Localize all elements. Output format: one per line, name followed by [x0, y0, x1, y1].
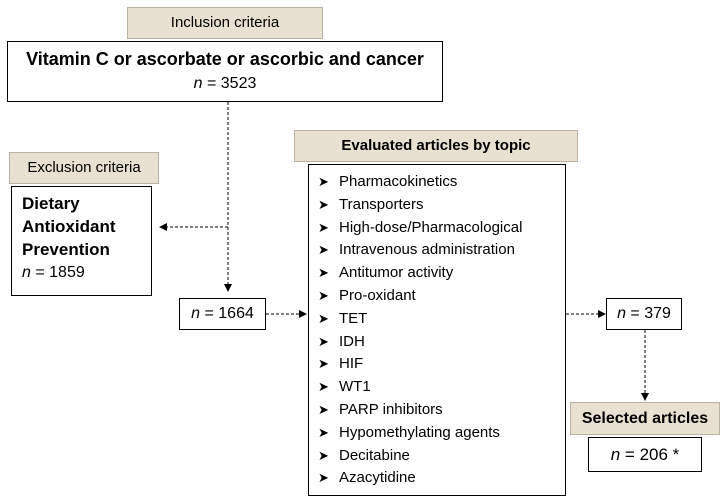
arrowhead-bullet-icon: ➤ [318, 447, 329, 463]
arrowhead-bullet-icon: ➤ [318, 287, 329, 303]
topic-item: ➤Pharmacokinetics [318, 171, 565, 194]
exclusion-count: n = 1859 [22, 264, 85, 281]
exclusion-term-prevention: Prevention [22, 240, 110, 259]
inclusion-box: Vitamin C or ascorbate or ascorbic and c… [7, 41, 443, 102]
topic-item: ➤Intravenous administration [318, 239, 565, 262]
topic-item: ➤WT1 [318, 376, 565, 399]
evaluated-articles-label: Evaluated articles by topic [294, 130, 578, 162]
arrowhead-bullet-icon: ➤ [318, 356, 329, 372]
inclusion-count: n = 3523 [193, 75, 257, 92]
exclusion-term-antioxidant: Antioxidant [22, 217, 116, 236]
exclusion-box: Dietary Antioxidant Prevention n = 1859 [11, 186, 152, 296]
topic-item: ➤TET [318, 308, 565, 331]
topic-item: ➤Pro-oxidant [318, 285, 565, 308]
topic-list: ➤Pharmacokinetics ➤Transporters ➤High-do… [318, 171, 565, 490]
topic-item: ➤High-dose/Pharmacological [318, 217, 565, 240]
arrowhead-bullet-icon: ➤ [318, 401, 329, 417]
topic-item: ➤Azacytidine [318, 467, 565, 490]
arrowhead-bullet-icon: ➤ [318, 219, 329, 235]
inclusion-criteria-label: Inclusion criteria [127, 7, 323, 39]
topic-item: ➤PARP inhibitors [318, 399, 565, 422]
topic-item: ➤Decitabine [318, 445, 565, 468]
selected-count-box: n = 206 * [588, 437, 702, 472]
exclusion-term-dietary: Dietary [22, 194, 80, 213]
topic-item: ➤IDH [318, 331, 565, 354]
topic-item: ➤Transporters [318, 194, 565, 217]
arrowhead-bullet-icon: ➤ [318, 196, 329, 212]
topic-item: ➤HIF [318, 353, 565, 376]
arrowhead-bullet-icon: ➤ [318, 333, 329, 349]
selected-articles-label: Selected articles [570, 402, 720, 435]
arrowhead-bullet-icon: ➤ [318, 174, 329, 189]
arrowhead-bullet-icon: ➤ [318, 424, 329, 440]
exclusion-criteria-label: Exclusion criteria [9, 152, 159, 184]
topic-filtered-count-box: n = 379 [606, 298, 682, 330]
arrowhead-bullet-icon: ➤ [318, 310, 329, 326]
topics-box: ➤Pharmacokinetics ➤Transporters ➤High-do… [308, 164, 566, 496]
remaining-count-box: n = 1664 [179, 298, 266, 330]
arrowhead-bullet-icon: ➤ [318, 470, 329, 486]
arrowhead-bullet-icon: ➤ [318, 265, 329, 281]
topic-item: ➤Antitumor activity [318, 262, 565, 285]
search-query: Vitamin C or ascorbate or ascorbic and c… [26, 49, 424, 69]
arrowhead-bullet-icon: ➤ [318, 242, 329, 258]
topic-item: ➤Hypomethylating agents [318, 422, 565, 445]
arrowhead-bullet-icon: ➤ [318, 379, 329, 395]
